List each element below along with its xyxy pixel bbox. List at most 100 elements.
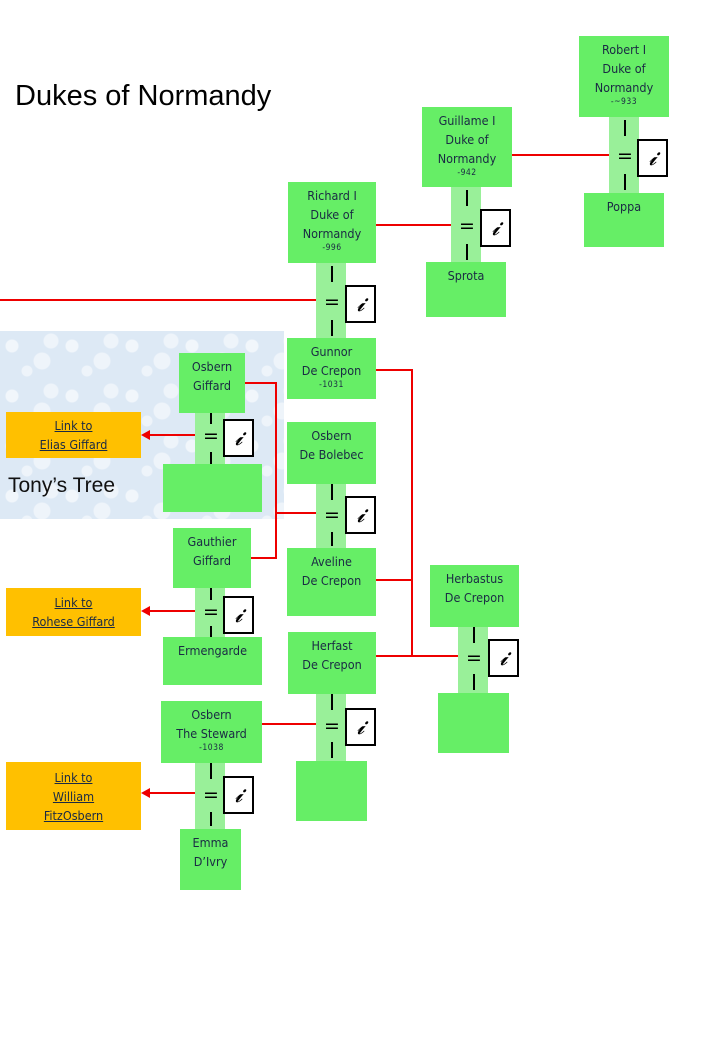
- person-poppa[interactable]: Poppa: [584, 193, 664, 247]
- link-text[interactable]: Link to: [54, 769, 93, 785]
- person-unknown-spouse[interactable]: [163, 464, 262, 512]
- person-surname: De Bolebec: [299, 447, 364, 462]
- tick: [210, 588, 212, 600]
- marriage-equals: =: [466, 647, 482, 669]
- person-unknown-spouse[interactable]: [296, 761, 367, 821]
- arrow-elias-head: [141, 430, 150, 440]
- person-date: -~933: [610, 97, 638, 107]
- person-surname: De Crepon: [302, 657, 362, 672]
- marriage-info-icon[interactable]: 𝓲: [637, 139, 668, 177]
- tick: [624, 174, 626, 190]
- person-date: -1038: [199, 743, 224, 753]
- arrow-rohese-head: [141, 606, 150, 616]
- person-title: Normandy: [437, 151, 497, 166]
- arrow-william-head: [141, 788, 150, 798]
- person-name: Ermengarde: [177, 643, 247, 658]
- tick: [331, 742, 333, 758]
- person-name: Herfast: [311, 638, 353, 653]
- marriage-info-icon[interactable]: 𝓲: [223, 776, 254, 814]
- marriage-info-icon[interactable]: 𝓲: [345, 496, 376, 534]
- person-gauthier-giffard[interactable]: Gauthier Giffard: [173, 528, 251, 588]
- person-name: Sprota: [447, 268, 485, 283]
- person-name: Osbern: [311, 428, 352, 443]
- person-herfast[interactable]: Herfast De Crepon: [288, 632, 376, 694]
- tick: [210, 812, 212, 826]
- person-osbern-the-steward[interactable]: Osbern The Steward -1038: [161, 701, 262, 763]
- person-unknown-spouse[interactable]: [438, 693, 509, 753]
- tick: [331, 694, 333, 710]
- marriage-info-icon[interactable]: 𝓲: [223, 419, 254, 457]
- marriage-equals: =: [203, 784, 219, 806]
- link-text[interactable]: Elias Giffard: [39, 437, 108, 452]
- tick: [331, 484, 333, 500]
- connector-gunnor-herbastus: [376, 369, 458, 657]
- link-text[interactable]: Link to: [54, 595, 93, 610]
- person-herbastus[interactable]: Herbastus De Crepon: [430, 565, 519, 627]
- link-text[interactable]: FitzOsbern: [43, 807, 104, 823]
- person-robert-i[interactable]: Robert I Duke of Normandy -~933: [579, 36, 669, 117]
- marriage-equals: =: [617, 145, 633, 167]
- person-surname: The Steward: [176, 726, 247, 741]
- link-elias-giffard[interactable]: Link to Elias Giffard: [6, 412, 141, 458]
- page-title: Dukes of Normandy: [15, 80, 272, 112]
- link-william-fitzosbern[interactable]: Link to William FitzOsbern: [6, 762, 141, 830]
- person-osbern-giffard[interactable]: Osbern Giffard: [179, 353, 245, 413]
- person-title: Duke of: [445, 132, 489, 147]
- marriage-equals: =: [459, 215, 475, 237]
- person-name: Osbern: [191, 359, 233, 374]
- marriage-info-icon[interactable]: 𝓲: [223, 596, 254, 634]
- person-surname: De Crepon: [301, 573, 362, 588]
- person-date: -1031: [319, 380, 344, 390]
- person-title: Normandy: [302, 226, 362, 241]
- person-surname: D’Ivry: [193, 854, 228, 869]
- person-name: Herbastus: [445, 571, 504, 586]
- tick: [210, 412, 212, 424]
- marriage-info-icon[interactable]: 𝓲: [345, 708, 376, 746]
- tick: [331, 320, 333, 336]
- marriage-info-icon[interactable]: 𝓲: [480, 209, 511, 247]
- tick: [210, 452, 212, 464]
- person-date: -996: [322, 243, 342, 253]
- person-surname: De Crepon: [301, 363, 362, 378]
- person-title: Duke of: [602, 61, 646, 76]
- link-rohese-giffard[interactable]: Link to Rohese Giffard: [6, 588, 141, 636]
- person-osbern-de-bolebec[interactable]: Osbern De Bolebec: [287, 422, 376, 484]
- person-surname: Giffard: [192, 378, 232, 393]
- link-text[interactable]: Rohese Giffard: [32, 614, 115, 629]
- person-name: Gunnor: [310, 344, 353, 359]
- person-name: Osbern: [191, 707, 232, 722]
- marriage-equals: =: [324, 715, 340, 737]
- link-text[interactable]: Link to: [54, 418, 93, 433]
- tick: [473, 627, 475, 643]
- person-surname: De Crepon: [444, 590, 505, 605]
- marriage-equals: =: [203, 425, 219, 447]
- person-title: Normandy: [594, 80, 654, 95]
- person-name: Emma: [192, 835, 229, 850]
- tick: [331, 266, 333, 282]
- tick: [473, 674, 475, 690]
- connector-osbern-gauthier: [245, 382, 277, 559]
- tick: [466, 244, 468, 260]
- marriage-info-icon[interactable]: 𝓲: [345, 285, 376, 323]
- tick: [210, 626, 212, 638]
- person-emma[interactable]: Emma D’Ivry: [180, 829, 241, 890]
- marriage-equals: =: [324, 291, 340, 313]
- person-gunnor[interactable]: Gunnor De Crepon -1031: [287, 338, 376, 399]
- person-richard-i[interactable]: Richard I Duke of Normandy -996: [288, 182, 376, 263]
- marriage-equals: =: [203, 601, 219, 623]
- person-aveline[interactable]: Aveline De Crepon: [287, 548, 376, 616]
- tick: [624, 120, 626, 136]
- marriage-equals: =: [324, 504, 340, 526]
- person-title: Duke of: [310, 207, 354, 222]
- tick: [210, 763, 212, 779]
- person-ermengarde[interactable]: Ermengarde: [163, 637, 262, 685]
- person-name: Gauthier: [187, 534, 237, 549]
- marriage-info-icon[interactable]: 𝓲: [488, 639, 519, 677]
- person-name: Richard I: [307, 188, 357, 203]
- person-guillame-i[interactable]: Guillame I Duke of Normandy -942: [422, 107, 512, 187]
- person-name: Poppa: [606, 199, 642, 214]
- tick: [466, 190, 468, 206]
- link-text[interactable]: William: [52, 788, 95, 804]
- person-sprota[interactable]: Sprota: [426, 262, 506, 317]
